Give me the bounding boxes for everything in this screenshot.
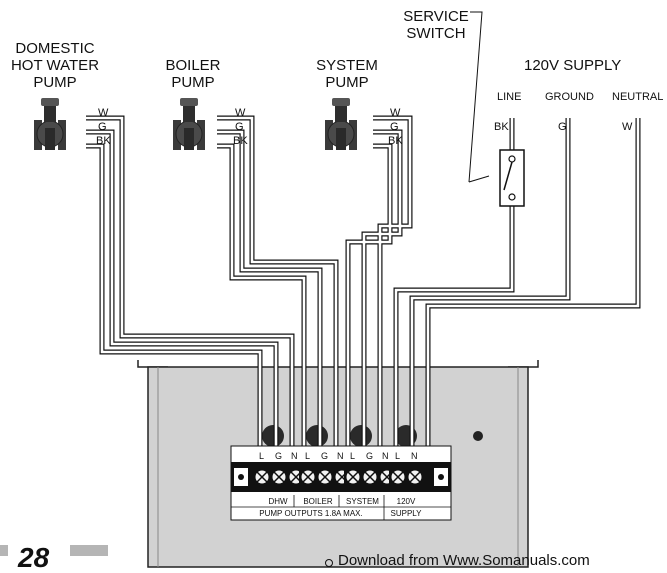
- pin-dhw-l: L: [259, 451, 265, 461]
- pin-boiler-n: N: [337, 451, 344, 461]
- supply-ground-code: G: [558, 121, 567, 133]
- pin-supply-n: N: [411, 451, 418, 461]
- pin-dhw-n: N: [291, 451, 298, 461]
- system-wire-bk: BK: [388, 135, 403, 147]
- dhw-pump-icon: [33, 97, 67, 151]
- boiler-wire-w: W: [235, 107, 246, 119]
- service-switch-label: SERVICE SWITCH: [398, 8, 474, 42]
- boiler-pump-icon: [172, 97, 206, 151]
- boiler-label-line2: PUMP: [171, 74, 215, 91]
- pin-dhw-g: G: [275, 451, 283, 461]
- download-note: Download from Www.Somanuals.com: [338, 552, 590, 569]
- dhw-pump-label: DOMESTIC HOT WATER PUMP: [0, 40, 110, 91]
- pin-system-n: N: [382, 451, 389, 461]
- page-number-bar-right: [70, 545, 108, 556]
- system-pump-label: SYSTEM PUMP: [302, 57, 392, 91]
- service-switch-line2: SWITCH: [406, 25, 466, 42]
- dhw-wire-bk: BK: [96, 135, 111, 147]
- system-wire-w: W: [390, 107, 401, 119]
- dhw-label-line1: DOMESTIC: [15, 40, 95, 57]
- system-pump-icon: [324, 97, 358, 151]
- group-system-label: SYSTEM: [346, 497, 379, 506]
- supply-neutral-code: W: [622, 121, 633, 133]
- boiler-wire-bk: BK: [233, 135, 248, 147]
- dhw-wire-g: G: [98, 121, 107, 133]
- group-supply-sub-label: SUPPLY: [390, 509, 422, 518]
- group-dhw-label: DHW: [268, 497, 288, 506]
- supply-ground-label: GROUND: [545, 91, 594, 103]
- system-label-line1: SYSTEM: [316, 57, 378, 74]
- pin-system-l: L: [350, 451, 356, 461]
- system-wire-g: G: [390, 121, 399, 133]
- pump-outputs-label: PUMP OUTPUTS 1.8A MAX.: [259, 509, 363, 518]
- boiler-pump-label: BOILER PUMP: [148, 57, 238, 91]
- service-switch-icon: [468, 11, 525, 207]
- group-boiler-label: BOILER: [303, 497, 333, 506]
- supply-neutral-label: NEUTRAL: [612, 91, 664, 103]
- supply-title: 120V SUPPLY: [524, 57, 622, 74]
- dhw-wire-w: W: [98, 107, 109, 119]
- pin-boiler-g: G: [321, 451, 329, 461]
- boiler-label-line1: BOILER: [165, 57, 221, 74]
- boiler-wire-g: G: [235, 121, 244, 133]
- download-bullet-icon: [325, 559, 333, 567]
- pin-boiler-l: L: [305, 451, 311, 461]
- service-switch-line1: SERVICE: [403, 8, 469, 25]
- pin-supply-l: L: [395, 451, 401, 461]
- page-number: 28: [18, 542, 50, 573]
- dhw-label-line2: HOT WATER: [10, 57, 100, 74]
- terminal-screws: [252, 467, 425, 487]
- system-label-line2: PUMP: [325, 74, 369, 91]
- supply-line-label: LINE: [497, 91, 522, 103]
- supply-line-code: BK: [494, 121, 509, 133]
- dhw-label-line3: PUMP: [33, 74, 77, 91]
- pin-system-g: G: [366, 451, 374, 461]
- group-supply-label: 120V: [396, 497, 416, 506]
- page-number-bar-left: [0, 545, 8, 556]
- wires: [86, 115, 641, 470]
